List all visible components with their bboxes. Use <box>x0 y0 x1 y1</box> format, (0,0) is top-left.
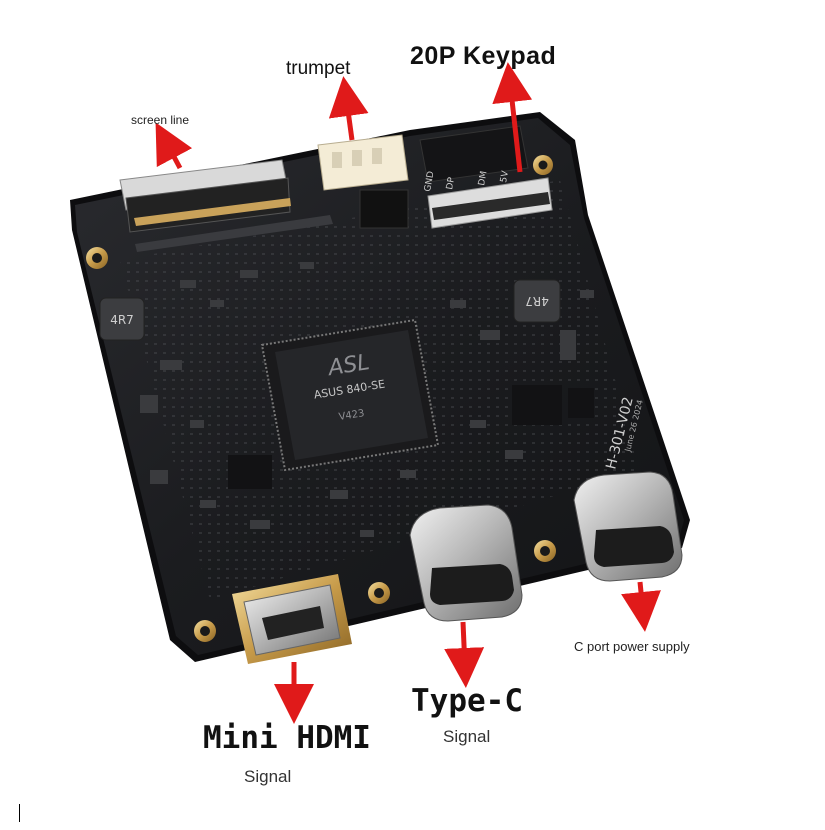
pin-label: 5V <box>499 169 511 183</box>
label-type-c: Type-C <box>411 683 523 719</box>
keypad-connector: GND DP DM 5V <box>419 125 553 229</box>
type-c-signal-port <box>409 504 523 622</box>
chip-lot: V423 <box>338 408 365 423</box>
arrow-c-port-power <box>621 581 661 632</box>
arrow-screen-line <box>155 122 193 170</box>
label-c-port-power: C port power supply <box>574 639 690 654</box>
arrow-trumpet <box>328 76 369 141</box>
pin-label: DP <box>445 176 457 190</box>
inductors: 4R7 4R7 <box>99 279 561 341</box>
arrow-keypad <box>492 62 533 173</box>
label-trumpet: trumpet <box>286 58 351 79</box>
type-c-power-port <box>573 471 683 582</box>
inductor-label: 4R7 <box>525 294 549 308</box>
text-cursor <box>19 804 20 822</box>
label-keypad: 20P Keypad <box>410 42 557 70</box>
label-mini-hdmi: Mini HDMI <box>203 720 371 756</box>
mounting-holes <box>86 155 556 642</box>
label-screen-line: screen line <box>131 113 190 127</box>
pin-label: DM <box>477 170 489 186</box>
label-type-c-signal: Signal <box>443 727 491 746</box>
smd-components <box>140 262 594 537</box>
pin-label: GND <box>423 170 436 192</box>
main-chip: ASL ASUS 840-SE V423 <box>260 318 440 472</box>
label-mini-hdmi-signal: Signal <box>244 767 292 786</box>
screen-line-connector <box>119 159 333 252</box>
trumpet-connector <box>317 134 409 229</box>
callout-arrows <box>155 62 661 724</box>
arrow-type-c <box>444 621 485 688</box>
inductor-label: 4R7 <box>110 313 134 327</box>
mini-hdmi-port <box>232 574 352 664</box>
